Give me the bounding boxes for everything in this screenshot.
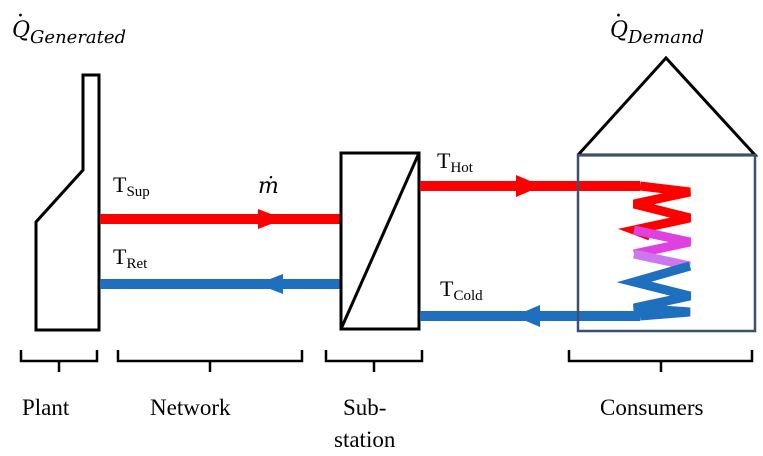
q-demand-label: QDemand · (610, 4, 704, 48)
t-ret-sub: Ret (126, 256, 148, 272)
consumers-brace (567, 350, 754, 372)
t-cold-sub: Cold (453, 288, 483, 304)
caption-network: Network (150, 395, 231, 420)
t-hot-base: T (437, 148, 451, 173)
t-sup-label: TSup (113, 172, 150, 201)
t-cold-label: TCold (440, 276, 483, 305)
t-ret-base: T (113, 244, 127, 269)
coil-cold-section (616, 261, 692, 321)
house-body (576, 153, 757, 333)
q-generated-dot: · (17, 4, 24, 29)
caption-substation-line1: Sub- (342, 395, 387, 420)
t-hot-label: THot (437, 148, 473, 177)
network-brace (116, 350, 304, 372)
caption-substation: Sub- station (334, 392, 395, 456)
return-arrow (257, 274, 283, 294)
t-hot-sub: Hot (450, 160, 473, 176)
q-demand-base: Q (610, 18, 629, 43)
caption-substation-line2: station (334, 427, 396, 452)
substation-diagonal (339, 152, 421, 330)
house-roof (576, 55, 759, 157)
q-generated-label: QGenerated · (12, 4, 126, 48)
cold-arrow (514, 305, 540, 327)
q-generated-base: Q (12, 18, 31, 43)
coil-mid-section (633, 225, 691, 259)
hot-arrow (516, 175, 542, 197)
q-generated-sub: Generated (30, 27, 127, 48)
plant-brace (19, 350, 99, 372)
q-demand-dot: · (615, 4, 622, 29)
mass-flow-label: ṁ (258, 174, 279, 199)
t-cold-base: T (440, 276, 454, 301)
t-sup-base: T (113, 172, 127, 197)
caption-consumers: Consumers (600, 395, 704, 420)
supply-arrow (258, 209, 284, 229)
caption-plant: Plant (22, 395, 70, 420)
plant-outline (34, 73, 101, 332)
t-ret-label: TRet (113, 244, 147, 273)
t-sup-sub: Sup (126, 184, 150, 200)
q-demand-sub: Demand (628, 27, 705, 48)
substation-brace (324, 350, 424, 372)
